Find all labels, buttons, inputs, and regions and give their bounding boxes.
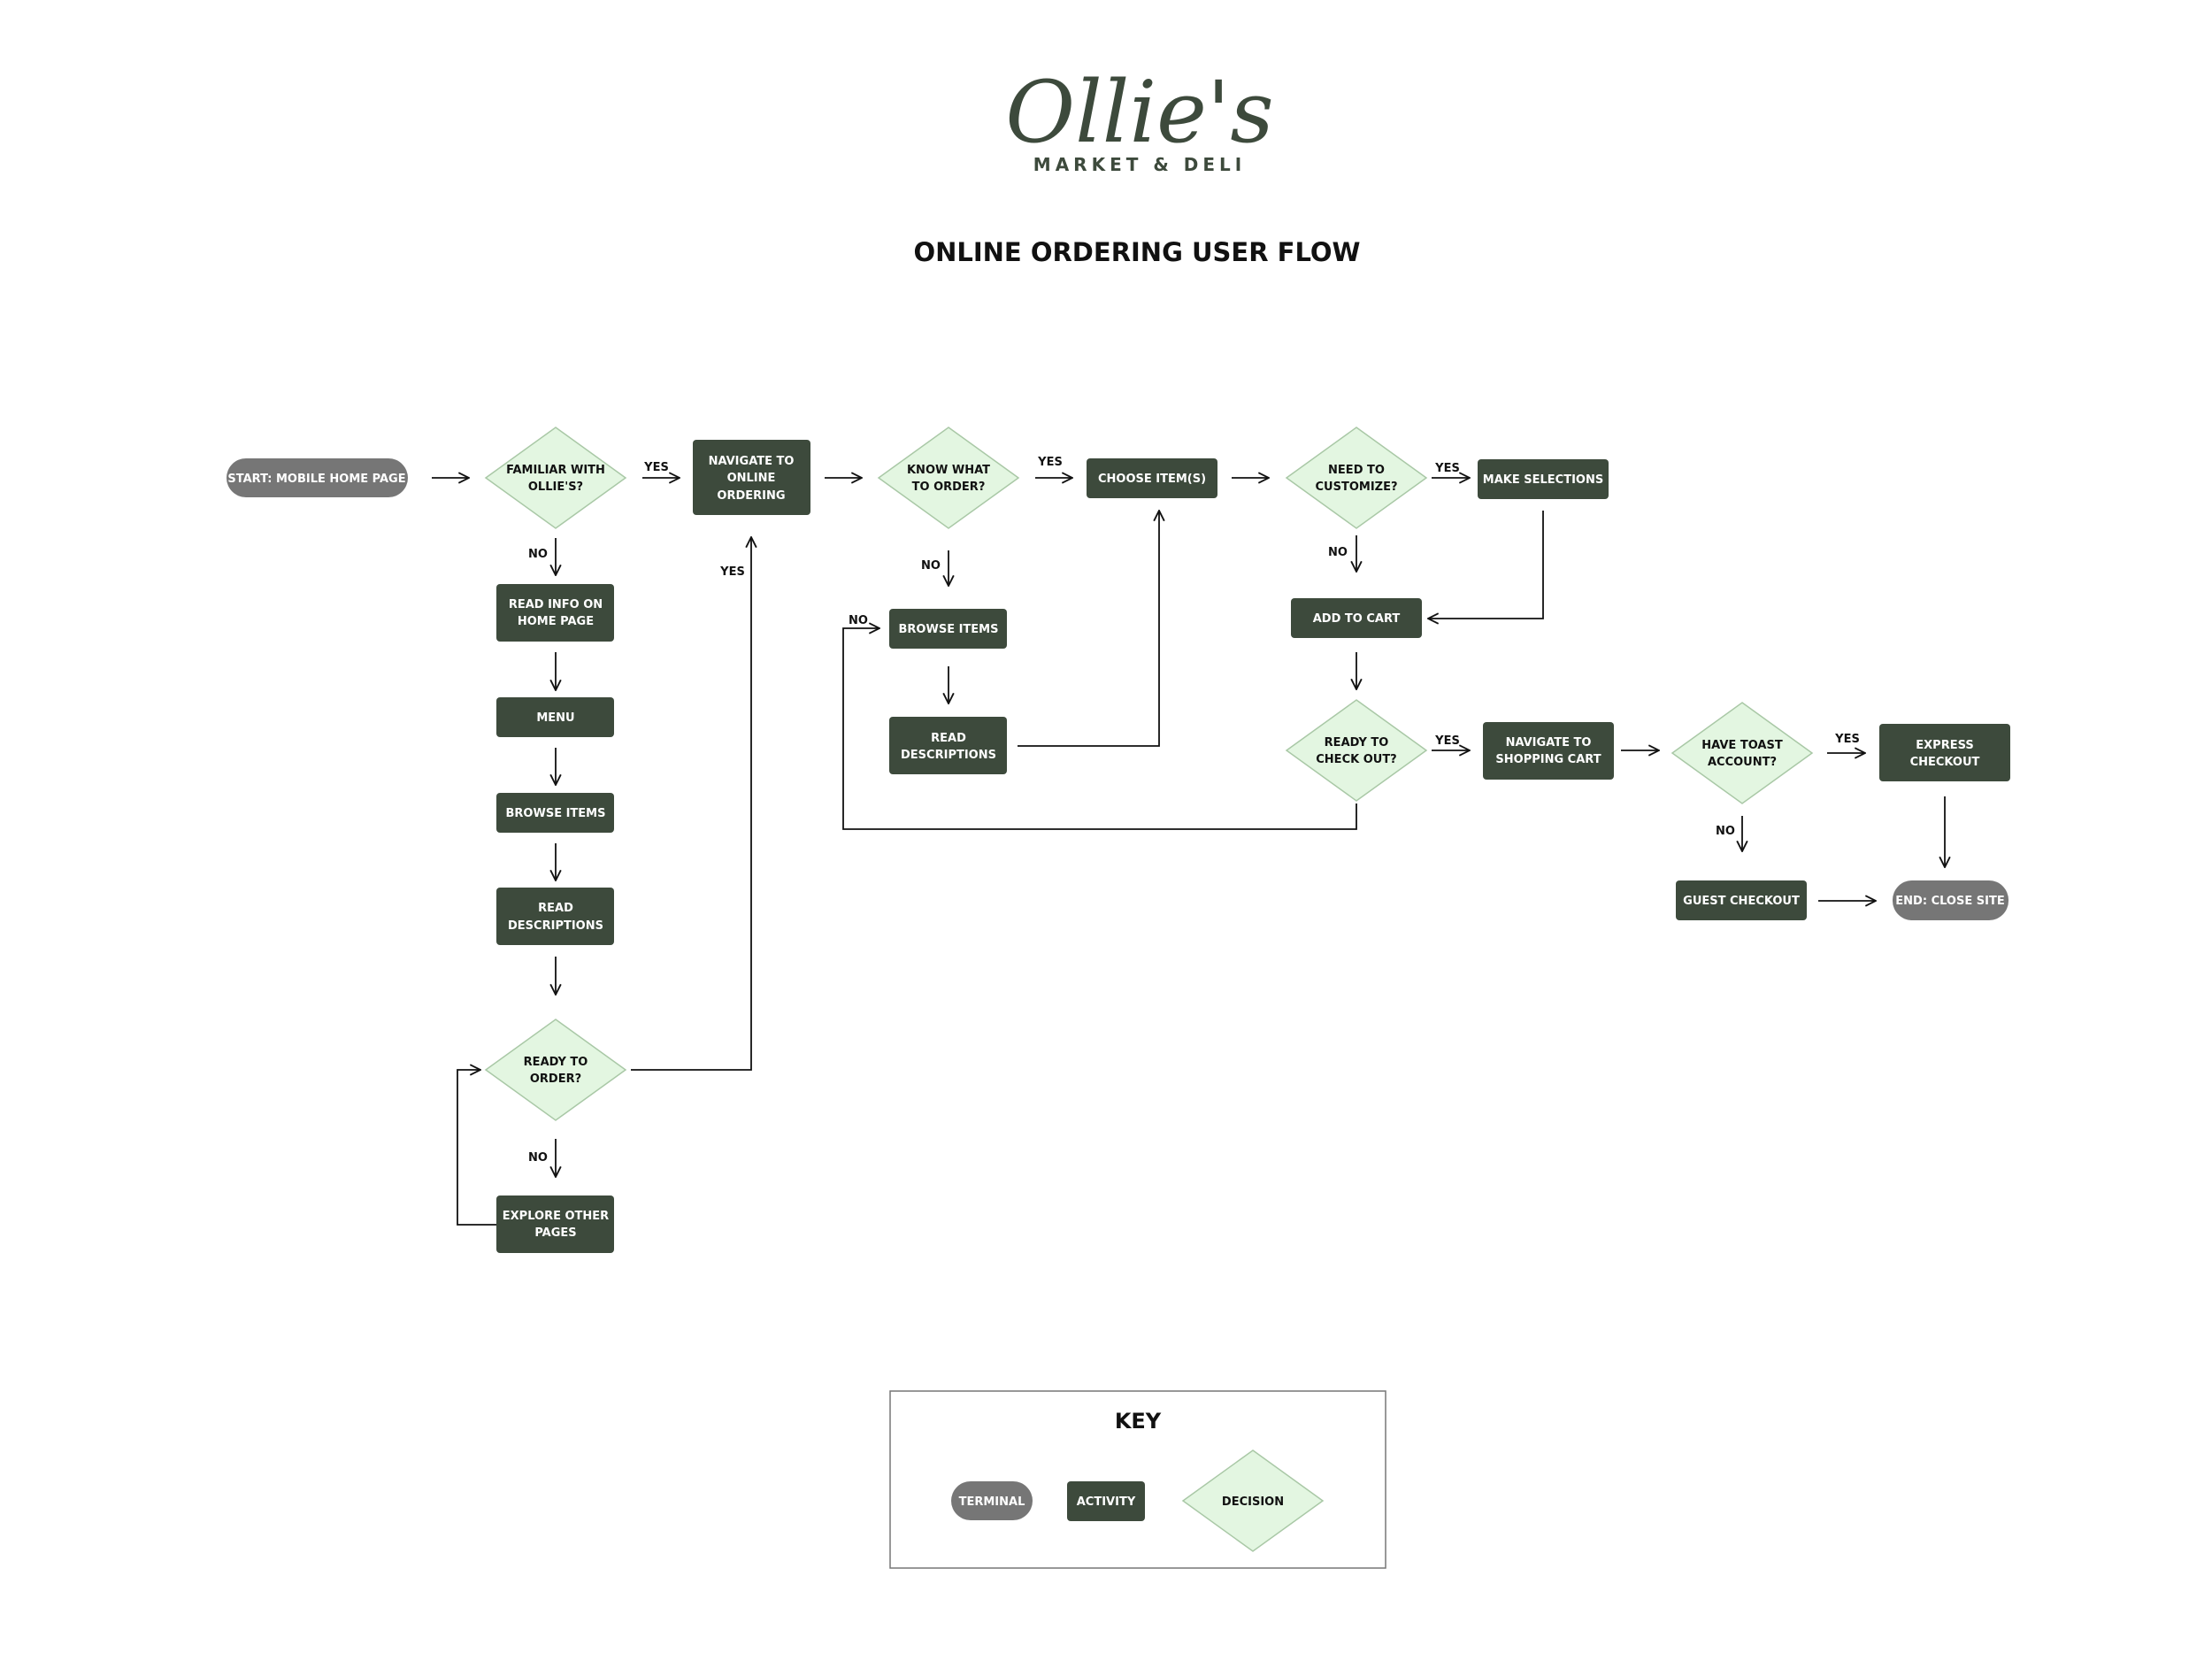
node-label: HAVE TOAST xyxy=(1701,739,1783,752)
label-yes: YES xyxy=(1434,462,1460,475)
legend-label: TERMINAL xyxy=(959,1495,1025,1509)
activity-read-desc-left: READ DESCRIPTIONS xyxy=(496,888,614,945)
label-no: NO xyxy=(921,559,941,573)
activity-add-to-cart: ADD TO CART xyxy=(1291,598,1422,638)
node-label: SHOPPING CART xyxy=(1495,753,1601,766)
legend-label: ACTIVITY xyxy=(1077,1495,1136,1509)
node-label: READY TO xyxy=(524,1056,588,1069)
node-label: NAVIGATE TO xyxy=(1506,736,1592,750)
activity-make-selections: MAKE SELECTIONS xyxy=(1478,459,1609,499)
activity-guest-checkout: GUEST CHECKOUT xyxy=(1676,880,1807,920)
node-label: READ xyxy=(538,902,573,915)
activity-read-info: READ INFO ON HOME PAGE xyxy=(496,584,614,642)
node-label: DESCRIPTIONS xyxy=(508,919,603,933)
edge-readmid-to-choose xyxy=(1018,511,1159,747)
node-label: ONLINE xyxy=(727,472,776,485)
decision-need-customize: NEED TO CUSTOMIZE? xyxy=(1285,427,1428,529)
node-label: MENU xyxy=(536,711,574,725)
connectors xyxy=(432,478,1945,1226)
node-label: PAGES xyxy=(534,1226,576,1240)
edge-ready-yes xyxy=(631,537,751,1071)
edge-checkout-no xyxy=(842,628,1357,830)
logo-tagline: MARKET & DELI xyxy=(1033,154,1246,175)
activity-browse-items-mid: BROWSE ITEMS xyxy=(889,609,1007,649)
legend-terminal: TERMINAL xyxy=(951,1481,1033,1520)
activity-read-desc-mid: READ DESCRIPTIONS xyxy=(889,717,1007,774)
decision-familiar: FAMILIAR WITH OLLIE'S? xyxy=(484,427,627,529)
node-label: CHECK OUT? xyxy=(1316,753,1396,766)
node-label: END: CLOSE SITE xyxy=(1895,895,2004,908)
activity-navigate-online: NAVIGATE TO ONLINE ORDERING xyxy=(693,440,810,515)
decision-have-toast: HAVE TOAST ACCOUNT? xyxy=(1671,702,1814,804)
activity-menu: MENU xyxy=(496,697,614,737)
node-label: BROWSE ITEMS xyxy=(899,623,999,636)
decision-know-what: KNOW WHAT TO ORDER? xyxy=(877,427,1020,529)
node-label: ORDER? xyxy=(530,1072,581,1086)
label-no: NO xyxy=(1328,546,1348,559)
label-no: NO xyxy=(849,614,868,627)
legend-title: KEY xyxy=(1115,1409,1162,1434)
terminal-start: START: MOBILE HOME PAGE xyxy=(227,458,408,497)
node-label: KNOW WHAT xyxy=(907,464,990,477)
activity-browse-items-left: BROWSE ITEMS xyxy=(496,793,614,833)
decision-ready-to-order: READY TO ORDER? xyxy=(484,1019,627,1121)
activity-navigate-cart: NAVIGATE TO SHOPPING CART xyxy=(1483,722,1614,780)
node-label: CUSTOMIZE? xyxy=(1316,481,1398,494)
node-label: CHECKOUT xyxy=(1910,756,1980,769)
node-label: START: MOBILE HOME PAGE xyxy=(227,473,405,486)
node-label: CHOOSE ITEM(S) xyxy=(1098,473,1206,486)
edge-explore-loop xyxy=(457,1070,496,1226)
node-label: HOME PAGE xyxy=(518,615,594,628)
activity-explore-other: EXPLORE OTHER PAGES xyxy=(496,1195,614,1253)
logo-name: Ollie's xyxy=(1005,63,1273,162)
label-yes: YES xyxy=(1434,734,1460,748)
legend-decision: DECISION xyxy=(1181,1449,1325,1552)
terminal-end: END: CLOSE SITE xyxy=(1893,880,2008,920)
node-label: NEED TO xyxy=(1328,464,1385,477)
label-yes: YES xyxy=(643,461,669,474)
label-no: NO xyxy=(528,1151,548,1165)
label-yes: YES xyxy=(719,565,745,579)
node-label: EXPLORE OTHER xyxy=(503,1210,609,1223)
label-no: NO xyxy=(1716,825,1735,838)
page-title: ONLINE ORDERING USER FLOW xyxy=(913,237,1360,267)
decision-ready-checkout: READY TO CHECK OUT? xyxy=(1285,699,1428,802)
node-label: ADD TO CART xyxy=(1313,612,1401,626)
node-label: MAKE SELECTIONS xyxy=(1483,473,1603,487)
node-label: NAVIGATE TO xyxy=(709,455,795,468)
legend-label: DECISION xyxy=(1222,1495,1284,1509)
brand-logo: Ollie's MARKET & DELI xyxy=(1005,63,1273,175)
label-no: NO xyxy=(528,548,548,561)
node-label: GUEST CHECKOUT xyxy=(1683,895,1800,908)
activity-choose-items: CHOOSE ITEM(S) xyxy=(1087,458,1217,498)
node-label: ORDERING xyxy=(717,489,785,503)
label-yes: YES xyxy=(1037,456,1063,469)
edge-labels: YES NO YES NO YES NO NO YES NO YES YES N… xyxy=(528,456,1860,1165)
legend: KEY TERMINAL ACTIVITY DECISION xyxy=(889,1390,1386,1569)
node-label: OLLIE'S? xyxy=(528,481,583,494)
legend-activity: ACTIVITY xyxy=(1067,1481,1145,1521)
node-label: EXPRESS xyxy=(1916,739,1973,752)
label-yes: YES xyxy=(1834,733,1860,746)
node-label: DESCRIPTIONS xyxy=(901,749,996,762)
node-label: READ INFO ON xyxy=(509,598,603,611)
node-label: READ xyxy=(931,732,966,745)
node-label: FAMILIAR WITH xyxy=(506,464,605,477)
activity-express-checkout: EXPRESS CHECKOUT xyxy=(1879,724,2010,781)
node-label: TO ORDER? xyxy=(912,481,986,494)
node-label: READY TO xyxy=(1325,736,1389,750)
edge-make-to-cart xyxy=(1428,511,1544,619)
node-label: ACCOUNT? xyxy=(1708,756,1777,769)
node-label: BROWSE ITEMS xyxy=(506,807,606,820)
